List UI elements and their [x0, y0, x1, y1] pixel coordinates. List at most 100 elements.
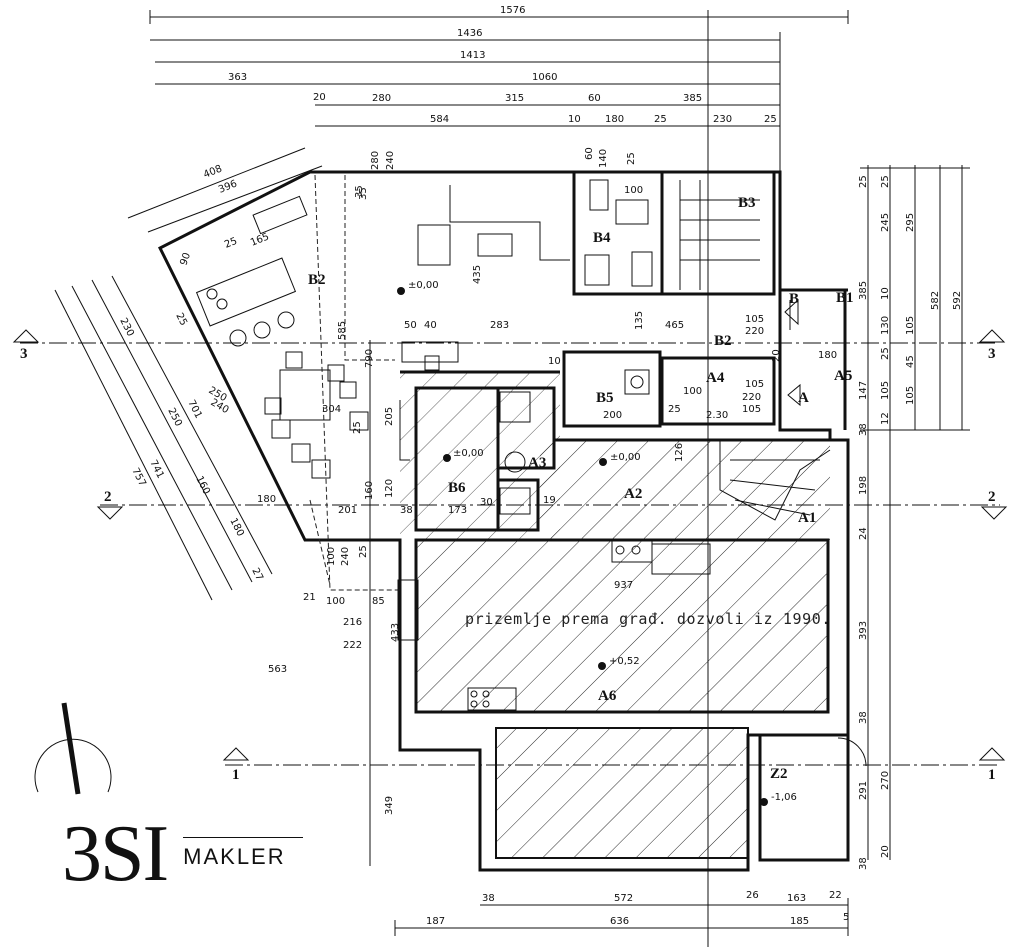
room-a6: A6 — [598, 688, 617, 704]
svg-text:38: 38 — [858, 423, 869, 436]
svg-text:100: 100 — [683, 386, 702, 397]
svg-text:135: 135 — [634, 311, 645, 330]
svg-text:592: 592 — [952, 291, 963, 310]
diag-dimension-texts: 408 396 25 165 90 25 757 741 230 250 701… — [117, 163, 271, 582]
dim-230-diag: 230 — [117, 316, 135, 338]
dim-10: 10 — [568, 114, 581, 125]
svg-text:10: 10 — [548, 356, 561, 367]
svg-text:50: 50 — [404, 320, 417, 331]
section-3-right: 3 — [988, 346, 996, 362]
dim-25a: 25 — [654, 114, 667, 125]
section-labels: 3 3 2 2 1 1 — [20, 346, 996, 783]
svg-text:105: 105 — [905, 316, 916, 335]
svg-text:937: 937 — [614, 580, 633, 591]
room-b1: B1 — [836, 290, 854, 306]
section-2-left: 2 — [104, 489, 112, 505]
level-marker-2: ±0,00 — [443, 448, 484, 462]
svg-text:38: 38 — [858, 711, 869, 724]
brand-logo: 3SI MAKLER — [62, 808, 304, 894]
room-labels: B1 B2 B2 B3 B4 B5 B6 A1 A2 A3 A4 A5 A6 Z… — [308, 195, 854, 782]
svg-text:25: 25 — [880, 347, 891, 360]
dim-1413: 1413 — [460, 50, 485, 61]
svg-text:±0,00: ±0,00 — [610, 452, 641, 463]
svg-text:20: 20 — [880, 845, 891, 858]
top-dimension-texts: 1576 1436 1413 363 1060 20 280 315 60 38… — [228, 5, 777, 200]
bottom-dimension-texts: 38 572 26 163 22 187 636 185 5 — [426, 890, 849, 927]
svg-text:433: 433 — [390, 623, 401, 642]
svg-text:385: 385 — [858, 281, 869, 300]
room-b6: B6 — [448, 480, 466, 496]
dim-25-diag2: 25 — [173, 311, 189, 327]
svg-text:5: 5 — [843, 912, 849, 923]
svg-text:22: 22 — [829, 890, 842, 901]
svg-text:25: 25 — [352, 421, 363, 434]
svg-text:25: 25 — [358, 545, 369, 558]
dim-90: 90 — [178, 251, 193, 267]
logo-rule — [183, 837, 304, 838]
svg-text:±0,00: ±0,00 — [453, 448, 484, 459]
dim-1576: 1576 — [500, 5, 525, 16]
svg-text:187: 187 — [426, 916, 445, 927]
svg-text:±0,00: ±0,00 — [408, 280, 439, 291]
dim-25b: 25 — [764, 114, 777, 125]
svg-text:35: 35 — [354, 185, 365, 198]
svg-text:465: 465 — [665, 320, 684, 331]
level-marker-3: ±0,00 — [599, 452, 641, 466]
svg-text:205: 205 — [384, 407, 395, 426]
svg-text:105: 105 — [745, 314, 764, 325]
svg-text:130: 130 — [880, 316, 891, 335]
svg-text:25: 25 — [858, 175, 869, 188]
room-a3: A3 — [528, 455, 546, 471]
svg-text:25: 25 — [668, 404, 681, 415]
section-1-left: 1 — [232, 767, 240, 783]
svg-text:100: 100 — [326, 547, 337, 566]
svg-text:10: 10 — [880, 287, 891, 300]
svg-text:25: 25 — [880, 175, 891, 188]
svg-text:12: 12 — [880, 412, 891, 425]
svg-text:126: 126 — [674, 443, 685, 462]
svg-text:636: 636 — [610, 916, 629, 927]
dim-363: 363 — [228, 72, 247, 83]
room-a5: A5 — [834, 368, 852, 384]
svg-text:45: 45 — [905, 355, 916, 368]
svg-text:120: 120 — [384, 479, 395, 498]
svg-text:+0,52: +0,52 — [609, 656, 640, 667]
svg-text:185: 185 — [790, 916, 809, 927]
svg-text:38: 38 — [400, 505, 413, 516]
dashed-outlines — [309, 174, 400, 591]
svg-text:21: 21 — [303, 592, 316, 603]
dim-20: 20 — [313, 92, 326, 103]
dim-165: 165 — [249, 231, 271, 248]
dim-584: 584 — [430, 114, 449, 125]
svg-text:38: 38 — [482, 893, 495, 904]
dim-180: 180 — [605, 114, 624, 125]
room-a-marker: A — [798, 390, 809, 406]
dim-140v: 140 — [598, 149, 609, 168]
svg-text:295: 295 — [905, 213, 916, 232]
walls — [157, 170, 850, 872]
dim-35v: 35 — [358, 187, 369, 200]
svg-text:38: 38 — [858, 857, 869, 870]
svg-text:220: 220 — [742, 392, 761, 403]
svg-text:200: 200 — [603, 410, 622, 421]
dim-385: 385 — [683, 93, 702, 104]
dim-160-diag: 160 — [193, 474, 211, 496]
dim-250-diag: 250 — [165, 406, 183, 428]
svg-text:105: 105 — [905, 386, 916, 405]
svg-text:283: 283 — [490, 320, 509, 331]
svg-text:572: 572 — [614, 893, 633, 904]
svg-text:85: 85 — [372, 596, 385, 607]
dim-1060: 1060 — [532, 72, 557, 83]
svg-text:100: 100 — [326, 596, 345, 607]
svg-text:-1,06: -1,06 — [771, 792, 797, 803]
dim-280: 280 — [372, 93, 391, 104]
room-b4: B4 — [593, 230, 611, 246]
right-dimension-texts: 25 25 245 295 385 582 592 10 130 105 25 … — [858, 175, 963, 870]
plan-note: prizemlje prema građ. dozvoli iz 1990. — [465, 610, 831, 628]
room-a2: A2 — [624, 486, 642, 502]
north-arrow-icon — [34, 702, 112, 795]
dim-60: 60 — [588, 93, 601, 104]
svg-text:582: 582 — [930, 291, 941, 310]
section-3-left: 3 — [20, 346, 28, 362]
